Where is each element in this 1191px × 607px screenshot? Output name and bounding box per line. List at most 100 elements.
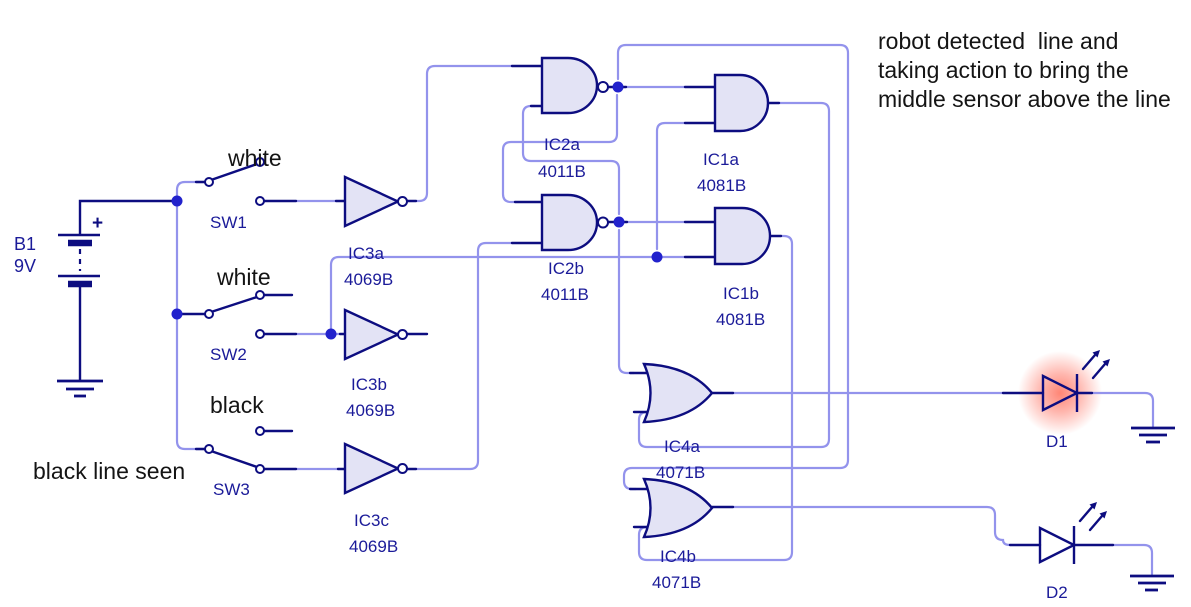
label-ic1b-ref: IC1b: [723, 284, 759, 303]
sw2-lower-contact: [255, 329, 265, 339]
label-ic4b-ref: IC4b: [660, 547, 696, 566]
sw2-upper-contact: [255, 290, 265, 300]
label-ic4b-part: 4071B: [652, 573, 701, 592]
battery-ground-icon: [57, 379, 103, 398]
sw1-pivot-contact: [204, 177, 214, 187]
label-sw1: SW1: [210, 213, 247, 232]
label-ic1a-ref: IC1a: [703, 150, 739, 169]
d1-arrow-2: [1091, 362, 1107, 380]
d2-triangle: [1038, 526, 1077, 564]
or-gate-ic4b[interactable]: [642, 477, 714, 539]
label-b1-ref: B1: [14, 234, 36, 254]
nand-gate-ic2b[interactable]: [540, 193, 609, 252]
d2-arrowhead-1: [1089, 502, 1097, 510]
wire-ic2a-ic4b: [616, 43, 850, 491]
annotation-sw2-white: white: [216, 264, 271, 290]
wire-ic2a-ic2b-crosscouple: [501, 93, 619, 204]
inverter-ic3c[interactable]: [343, 442, 408, 495]
d2-ground-icon: [1130, 574, 1174, 592]
label-ic3b-ref: IC3b: [351, 375, 387, 394]
sw2-lever: [210, 295, 258, 314]
ic3a-triangle: [343, 175, 401, 228]
label-ic3c-part: 4069B: [349, 537, 398, 556]
label-b1-value: 9V: [14, 256, 36, 276]
sw1-lever: [210, 162, 258, 182]
wire-ic4b-d2: [731, 505, 1012, 547]
sw2-pivot-contact: [204, 309, 214, 319]
switch-sw1[interactable]: [204, 157, 265, 206]
d1-ground-icon: [1131, 426, 1175, 444]
inverter-ic3b[interactable]: [343, 308, 408, 361]
led-d1[interactable]: [1041, 350, 1110, 412]
pin-ic2a-in: [510, 64, 544, 108]
sw3-upper-contact: [255, 426, 265, 436]
battery-b1[interactable]: [58, 233, 100, 288]
ic2a-body: [540, 56, 599, 115]
ic3a-bubble: [397, 196, 408, 207]
label-ic2a-part: 4011B: [538, 162, 586, 181]
battery-plus-sign: +: [92, 213, 103, 234]
annotation-note-line2: taking action to bring the: [878, 57, 1129, 83]
label-ic1a-part: 4081B: [697, 176, 746, 195]
sw1-upper-contact: [255, 157, 265, 167]
ic2b-bubble: [597, 216, 609, 229]
wire-sensor2-line: [329, 255, 687, 336]
label-ic4a-ref: IC4a: [664, 437, 700, 456]
wire-ic2b-ic2a-crosscouple: [521, 104, 621, 216]
label-ic3a-part: 4069B: [344, 270, 393, 289]
sw3-pivot-contact: [204, 444, 214, 454]
d1-arrowhead-1: [1092, 350, 1100, 358]
pin-ic1a-in: [683, 85, 717, 125]
wire-d2-gnd: [1111, 543, 1154, 576]
ic3b-triangle: [343, 308, 401, 361]
annotation-sw3-black: black: [210, 392, 264, 418]
label-ic2a-ref: IC2a: [544, 135, 580, 154]
sw3-lower-contact: [255, 464, 265, 474]
label-ic1b-part: 4081B: [716, 310, 765, 329]
annotation-black-line-seen: black line seen: [33, 458, 185, 484]
d2-arrowhead-2: [1099, 511, 1107, 519]
and-gate-ic1b[interactable]: [713, 206, 772, 266]
led-d1-glow: [1018, 351, 1102, 435]
label-ic4a-part: 4071B: [656, 463, 705, 482]
label-ic3c-ref: IC3c: [354, 511, 389, 530]
label-ic3a-ref: IC3a: [348, 244, 384, 263]
or-gate-ic4a[interactable]: [642, 362, 714, 424]
label-ic2b-part: 4011B: [541, 285, 589, 304]
d2-arrow-2: [1088, 514, 1104, 532]
ic2b-body: [540, 193, 599, 252]
switch-sw2[interactable]: [204, 290, 265, 339]
sw1-lower-contact: [255, 196, 265, 206]
label-sw3: SW3: [213, 480, 250, 499]
ic2a-bubble: [597, 81, 609, 93]
ic3c-bubble: [397, 463, 408, 474]
wire-ic2b-ic4a: [617, 228, 636, 375]
and-gate-ic1a[interactable]: [713, 73, 770, 133]
wire-ic3a-ic2a: [414, 64, 514, 203]
led-d2[interactable]: [1038, 502, 1107, 564]
sw3-lever: [210, 449, 258, 469]
annotation-note-line3: middle sensor above the line: [878, 86, 1171, 112]
wires: [175, 43, 1155, 576]
ic3b-bubble: [397, 329, 408, 340]
wire-d1-gnd: [1090, 391, 1155, 428]
pins: [78, 64, 1115, 547]
pin-ic2b-in: [510, 200, 544, 245]
wire-ic1a-ic4a: [637, 101, 831, 449]
pin-ic1b-in: [683, 220, 717, 259]
d1-arrowhead-2: [1102, 359, 1110, 367]
annotation-sw1-white: white: [227, 145, 282, 171]
d1-arrow-1: [1081, 353, 1097, 371]
label-d2: D2: [1046, 583, 1068, 602]
label-ic3b-part: 4069B: [346, 401, 395, 420]
switch-sw3[interactable]: [204, 426, 265, 474]
d1-triangle: [1041, 374, 1080, 412]
label-d1: D1: [1046, 432, 1068, 451]
inverter-ic3a[interactable]: [343, 175, 408, 228]
junction-dots: [171, 81, 663, 340]
d2-arrow-1: [1078, 505, 1094, 523]
wire-ic3c-ic2b: [414, 241, 514, 471]
nand-gate-ic2a[interactable]: [540, 56, 609, 115]
